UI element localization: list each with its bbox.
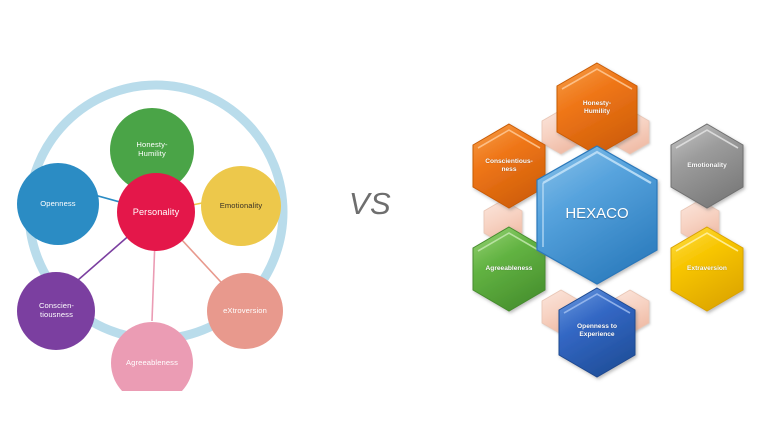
hexagon-hexaco-center	[536, 145, 658, 285]
hexagon-emotionality	[670, 123, 744, 209]
node-honesty-humility	[110, 108, 194, 192]
node-openness	[17, 163, 99, 245]
node-personality-center	[117, 173, 195, 251]
node-conscientiousness	[17, 272, 95, 350]
versus-separator: VS	[348, 186, 392, 221]
node-extroversion	[207, 273, 283, 349]
outer-hexagons	[472, 62, 744, 378]
hexagon-agreeableness	[472, 226, 546, 312]
node-emotionality	[201, 166, 281, 246]
hexagon-conscientiousness	[472, 123, 546, 209]
hexagon-openness-to-experience	[558, 287, 636, 378]
hexaco-hexagon-diagram: Honesty- Humility Emotionality Extravers…	[455, 50, 768, 385]
node-agreeableness	[111, 322, 193, 391]
personality-circle-diagram: Honesty- Humility Emotionality eXtrovers…	[0, 46, 330, 391]
hexagon-extraversion	[670, 226, 744, 312]
